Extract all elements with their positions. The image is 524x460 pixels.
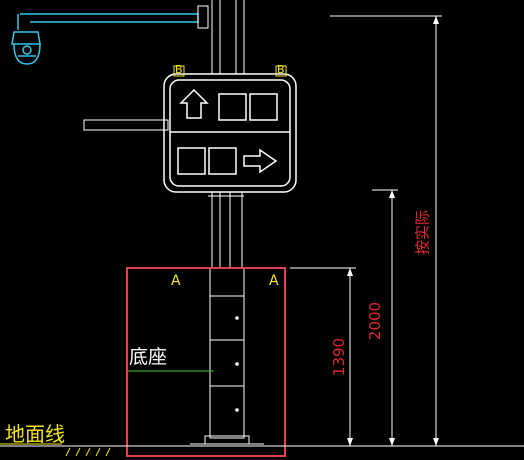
upper-pole — [211, 0, 245, 74]
dimension-ticks — [347, 16, 439, 446]
total-height-dimension: 按实际 — [413, 210, 432, 256]
marker-b-right: B — [277, 63, 285, 76]
marker-a-left: A — [171, 273, 181, 289]
bolt-dots — [235, 316, 239, 412]
marker-b-left: B — [175, 63, 183, 76]
arrow-up-icon — [179, 88, 209, 119]
frame-height-dimension: 2000 — [366, 301, 384, 341]
side-arm — [83, 119, 169, 131]
dome-camera-icon — [11, 31, 41, 65]
camera-arm — [17, 13, 199, 30]
arrow-right-icon — [243, 148, 278, 174]
base-pole — [190, 267, 264, 445]
sign-brackets — [173, 65, 287, 77]
marker-a-right: A — [269, 273, 279, 289]
highlight-box — [126, 267, 286, 457]
base-label: 底座 — [129, 346, 168, 368]
ground-line-label: 地面线 — [5, 422, 65, 446]
sign-panel — [163, 73, 297, 193]
arm-collar — [197, 5, 209, 29]
dimension-lines — [290, 15, 442, 446]
ground-line — [0, 443, 524, 457]
mid-pole — [208, 192, 244, 268]
base-height-dimension: 1390 — [330, 337, 348, 377]
